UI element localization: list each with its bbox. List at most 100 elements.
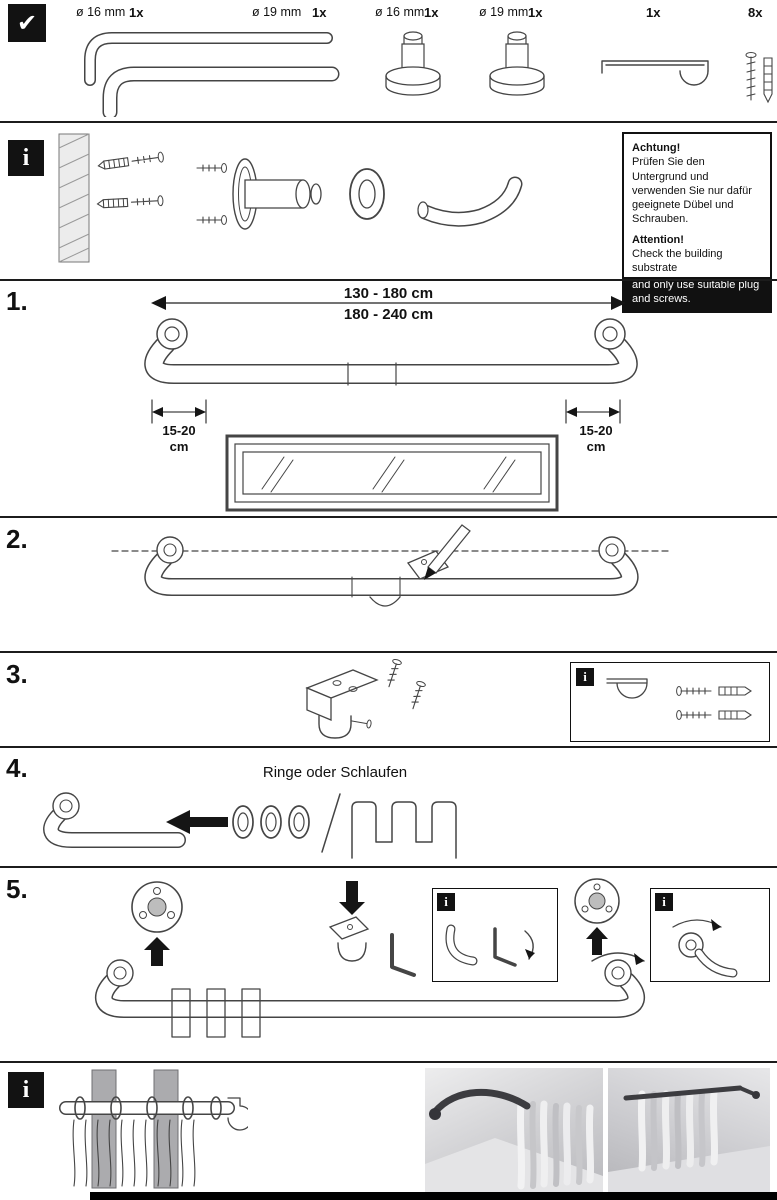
screw-dowel-row (676, 710, 752, 720)
part-qty: 1x (129, 5, 144, 20)
step5-illustration (95, 878, 645, 1038)
step3-info-box: i (570, 662, 770, 742)
step-number: 1. (6, 286, 28, 316)
info-icon: i (576, 668, 594, 686)
allen-key (493, 927, 517, 967)
curtain-pleats (516, 1098, 595, 1190)
warning-box: Achtung! Prüfen Sie den Untergrund und v… (622, 132, 772, 314)
part-qty: 8x (748, 5, 763, 20)
slide-arrow (166, 810, 228, 834)
loop-tabs-on-rod (171, 988, 261, 1038)
rod-end (43, 792, 186, 848)
step4-illustration (43, 792, 457, 859)
step5-info-box-2: i (650, 888, 770, 982)
warning-text-en-inverted: and only use suitable plug and screws. (624, 276, 770, 312)
finial (429, 1108, 441, 1120)
mounting-bracket (305, 669, 379, 721)
screw-dowel-row (676, 686, 752, 696)
step1-illustration (144, 296, 638, 512)
ring-clamps (74, 1096, 222, 1120)
part-qty: 1x (424, 5, 439, 20)
mounting-parts-illustration (58, 133, 523, 263)
curtain-pleats (637, 1088, 719, 1172)
info-icon: i (8, 140, 44, 176)
rod-range-1: 130 - 180 cm (335, 285, 442, 302)
part-qty: 1x (312, 5, 327, 20)
rings-or-loops-caption: Ringe oder Schlaufen (262, 764, 408, 781)
slash-divider (321, 793, 341, 853)
rod (431, 1088, 531, 1116)
side-dimension-left (151, 399, 207, 424)
step-number: 5. (6, 874, 28, 904)
divider (0, 516, 777, 518)
end-hook (227, 1097, 248, 1131)
mount-arrow-left (144, 937, 170, 966)
wall-bracket-post-16-illustration (385, 31, 441, 96)
dowel-screw-pair (96, 195, 164, 209)
info-icon-glyph: i (662, 894, 666, 909)
side-dim-value-left: 15-20 (162, 423, 196, 438)
loop-tabs (351, 801, 457, 859)
width-dimension-arrow (151, 296, 626, 310)
curtain-rod (144, 318, 638, 386)
photo-curtain-example-1 (425, 1068, 603, 1192)
step-number: 4. (6, 753, 28, 783)
bracket-closeup (328, 916, 416, 977)
wall-batten (153, 1069, 179, 1189)
part-diameter: ø 19 mm (479, 5, 529, 19)
ceiling-hook-illustration (601, 60, 709, 86)
screw (745, 52, 757, 101)
cradle (318, 715, 372, 739)
wall-bracket-post-19-illustration (489, 31, 545, 96)
part-qty: 1x (528, 5, 543, 20)
info-icon: i (655, 893, 673, 911)
info-icon: i (437, 893, 455, 911)
side-dimension-right (565, 399, 621, 424)
wall (58, 133, 90, 263)
divider (0, 746, 777, 748)
rod-range-2: 180 - 240 cm (335, 306, 442, 323)
hook-screws-dowels-illustration (606, 678, 752, 720)
screws (387, 658, 426, 710)
step-number: 3. (6, 659, 28, 689)
rod-halves-illustration (84, 32, 340, 117)
info-icon: i (8, 1072, 44, 1108)
hook (606, 678, 648, 699)
part-qty: 1x (646, 5, 661, 20)
flange-top-view-left (131, 881, 183, 933)
dowel-screw-pair (97, 151, 164, 170)
press-down-arrow (339, 881, 365, 915)
rod (623, 1085, 743, 1101)
photo1-content (425, 1088, 603, 1192)
divider (0, 279, 777, 281)
mount-arrow-right (586, 927, 608, 955)
curved-rod-end (417, 176, 523, 227)
window (225, 434, 559, 512)
step5-info-box-1: i (432, 888, 558, 982)
checklist-tile: ✔ (8, 4, 46, 42)
side-dim-value-right: 15-20 (579, 423, 613, 438)
marking-bracket-and-pencil (369, 524, 471, 607)
flange-with-post (196, 158, 322, 230)
step2-illustration (111, 524, 669, 607)
divider (0, 121, 777, 123)
ring (349, 168, 385, 220)
info-icon-glyph: i (583, 669, 587, 684)
curtain-fabric (72, 1119, 196, 1187)
photo2-content (608, 1085, 770, 1192)
warning-text-de: Prüfen Sie den Untergrund und verwenden … (632, 156, 752, 226)
side-dim-unit-left: cm (169, 439, 189, 454)
divider (0, 1061, 777, 1063)
curtain-rod (95, 959, 645, 1018)
finial-rotation-illustration (672, 919, 738, 978)
finial (752, 1091, 760, 1099)
divider (0, 866, 777, 868)
warning-title-en: Attention! (632, 233, 684, 246)
curtain-hanging-illustration (59, 1069, 248, 1189)
flange-top-view-right (574, 878, 620, 924)
part-diameter: ø 16 mm (76, 5, 126, 19)
info-icon-glyph: i (22, 144, 30, 171)
wall-batten (91, 1069, 117, 1189)
divider (0, 651, 777, 653)
